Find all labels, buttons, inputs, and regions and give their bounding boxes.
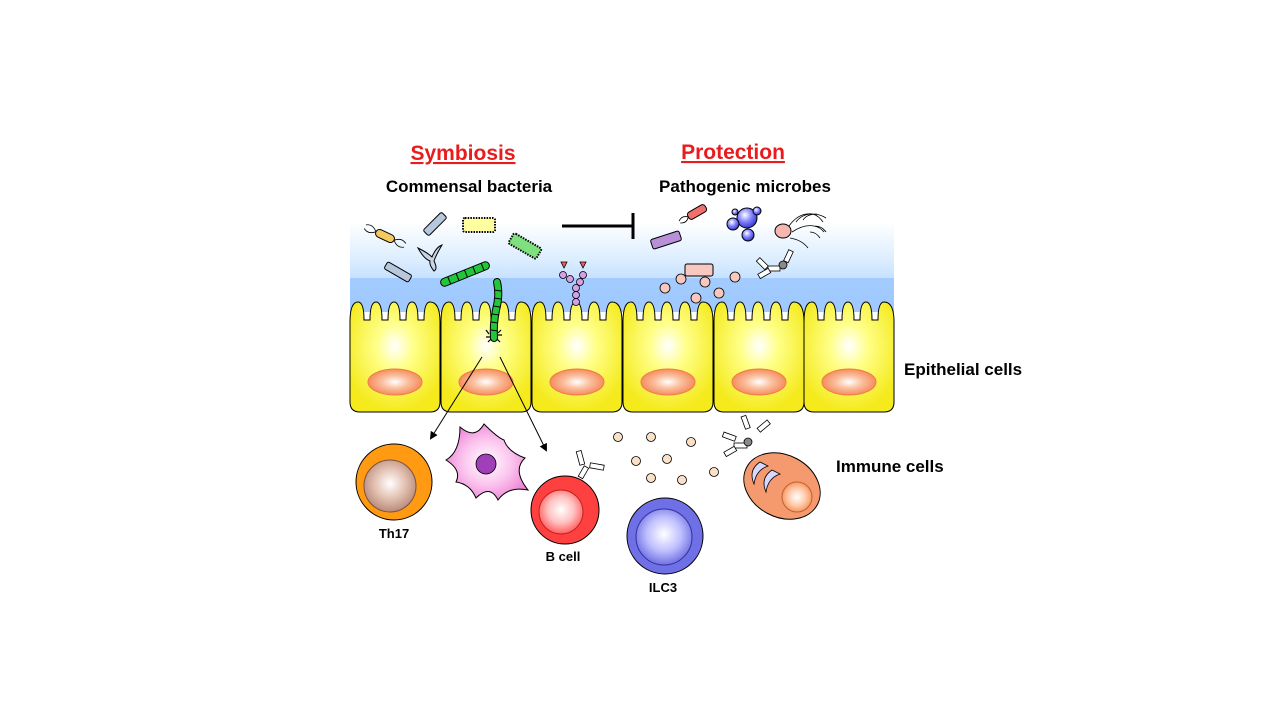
antibody-icon: [721, 414, 771, 458]
protection-heading: Protection: [681, 141, 785, 164]
th17-label: Th17: [379, 526, 409, 541]
cytokine-dot-icon: [659, 282, 671, 294]
cytokine-dot-icon: [677, 475, 687, 485]
th17-cell: [355, 443, 433, 521]
cytokine-dot-icon: [686, 437, 696, 447]
epithelial-cell: [440, 301, 532, 413]
epithelial-cell: [622, 301, 714, 413]
epithelial-layer: [349, 301, 895, 413]
pathogenic-microbes-label: Pathogenic microbes: [659, 177, 831, 196]
ilc3-cell: [626, 497, 704, 575]
signal-arrow-th17: [429, 356, 483, 440]
cytokine-dot-icon: [646, 432, 656, 442]
segmented-filamentous-bacterium-icon: [485, 278, 503, 343]
b-cell-label: B cell: [546, 549, 581, 564]
b-cell: [530, 475, 600, 545]
cytokine-dot-icon: [713, 287, 725, 299]
ciliated-bacterium-icon: [507, 232, 543, 260]
epithelial-cells-label: Epithelial cells: [904, 360, 1022, 379]
dendritic-cell: [445, 423, 530, 501]
rod-bacterium-icon: [684, 263, 714, 277]
epithelial-cell: [531, 301, 623, 413]
cytokine-dot-icon: [699, 276, 711, 288]
cytokine-dot-icon: [613, 432, 623, 442]
pathogenic-microbes-group: [650, 204, 827, 277]
virus-icon: [726, 206, 762, 242]
commensal-bacteria-group: [363, 212, 543, 343]
cytokine-dot-icon: [662, 454, 672, 464]
cytokine-dot-icon: [675, 273, 687, 285]
cytokine-dot-icon: [709, 467, 719, 477]
ciliated-bacterium-icon: [462, 217, 496, 233]
symbiosis-heading: Symbiosis: [410, 142, 515, 165]
filamentous-bacterium-icon: [440, 261, 490, 287]
cytokine-dots: [613, 432, 719, 485]
cytokine-dot-icon: [729, 271, 741, 283]
rod-bacterium-icon: [384, 261, 412, 283]
immune-cells-label: Immune cells: [836, 457, 944, 476]
y-shaped-bacterium-icon: [416, 244, 444, 272]
antibody-icon: [755, 249, 794, 280]
rod-bacterium-icon: [650, 230, 682, 250]
fungus-icon: [774, 213, 827, 249]
ilc3-label: ILC3: [649, 580, 677, 595]
cytokine-dot-icon: [631, 456, 641, 466]
rod-bacterium-icon: [423, 212, 447, 236]
commensal-bacteria-label: Commensal bacteria: [386, 177, 553, 196]
signal-arrow-bcell: [499, 356, 547, 452]
secretory-iga-icon: [559, 261, 587, 306]
cytokine-dot-icon: [646, 473, 656, 483]
epithelial-cell: [713, 301, 805, 413]
flagellated-bacterium-icon: [363, 224, 407, 248]
antimicrobial-dots: [659, 271, 741, 304]
antibody-icon: [575, 449, 605, 480]
plasma-cell: [743, 452, 821, 520]
flagellated-bacterium-icon: [678, 204, 708, 224]
epithelial-cell: [803, 301, 895, 413]
inhibition-arrow-icon: [562, 213, 635, 239]
epithelial-cell: [349, 301, 441, 413]
cytokine-dot-icon: [690, 292, 702, 304]
